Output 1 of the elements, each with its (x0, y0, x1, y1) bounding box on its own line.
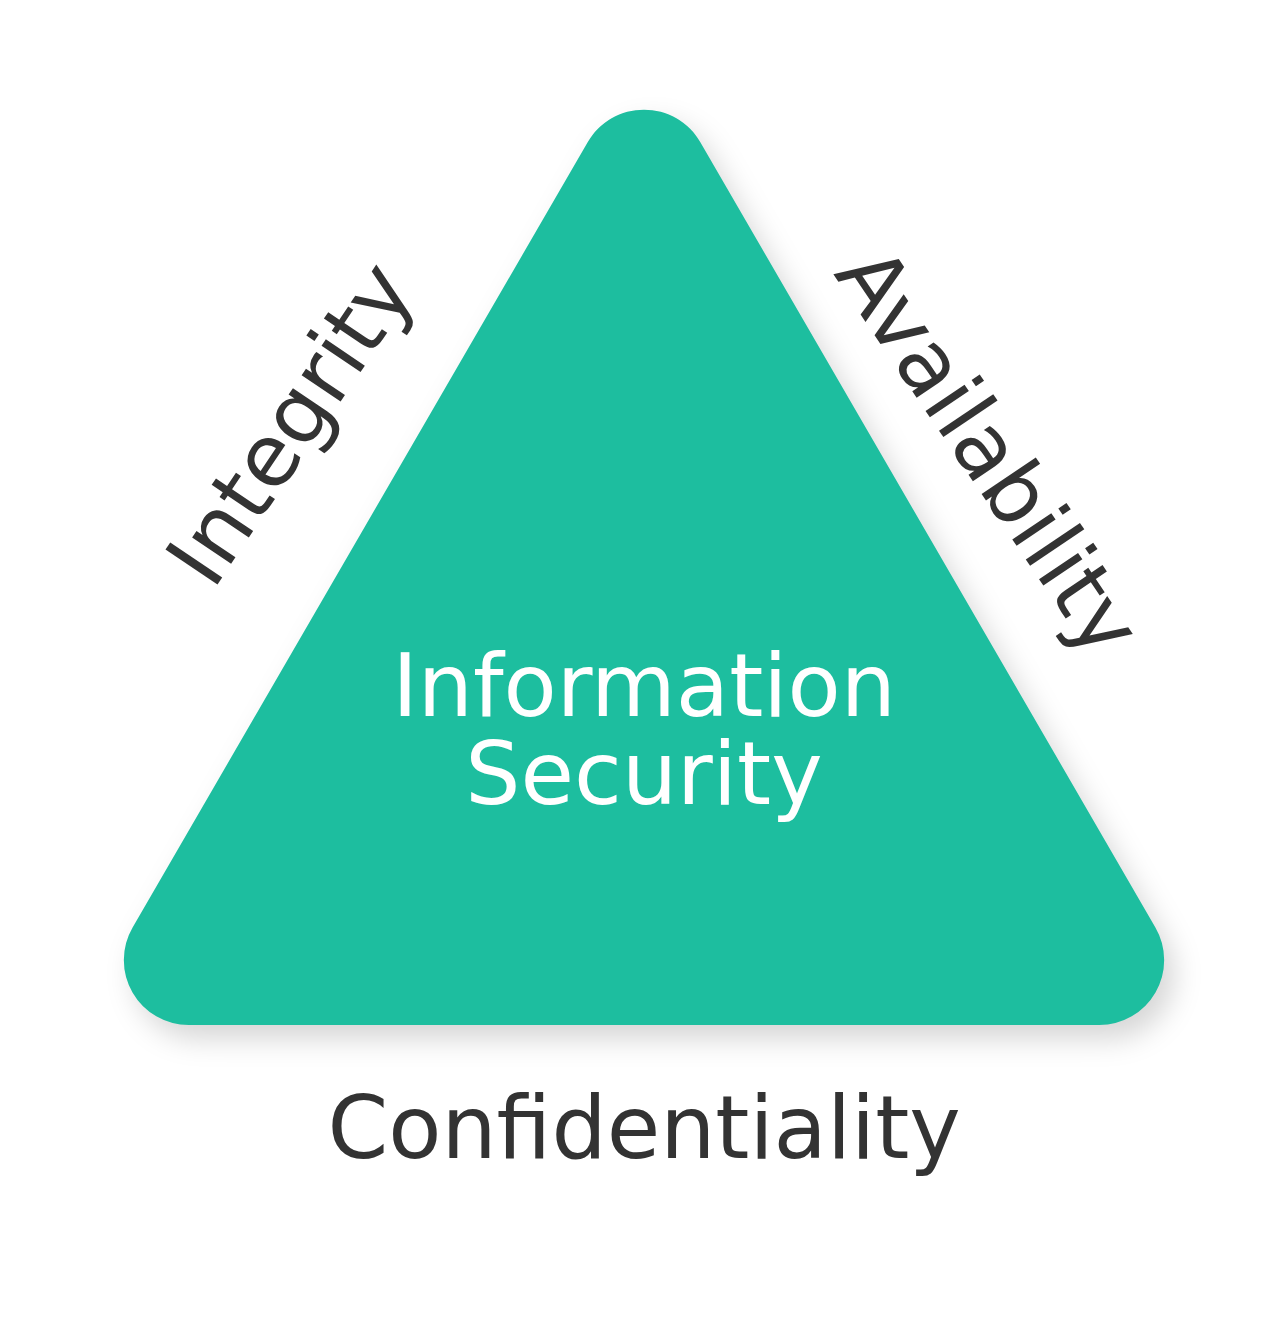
bottom-label: Confidentiality (327, 1075, 961, 1181)
